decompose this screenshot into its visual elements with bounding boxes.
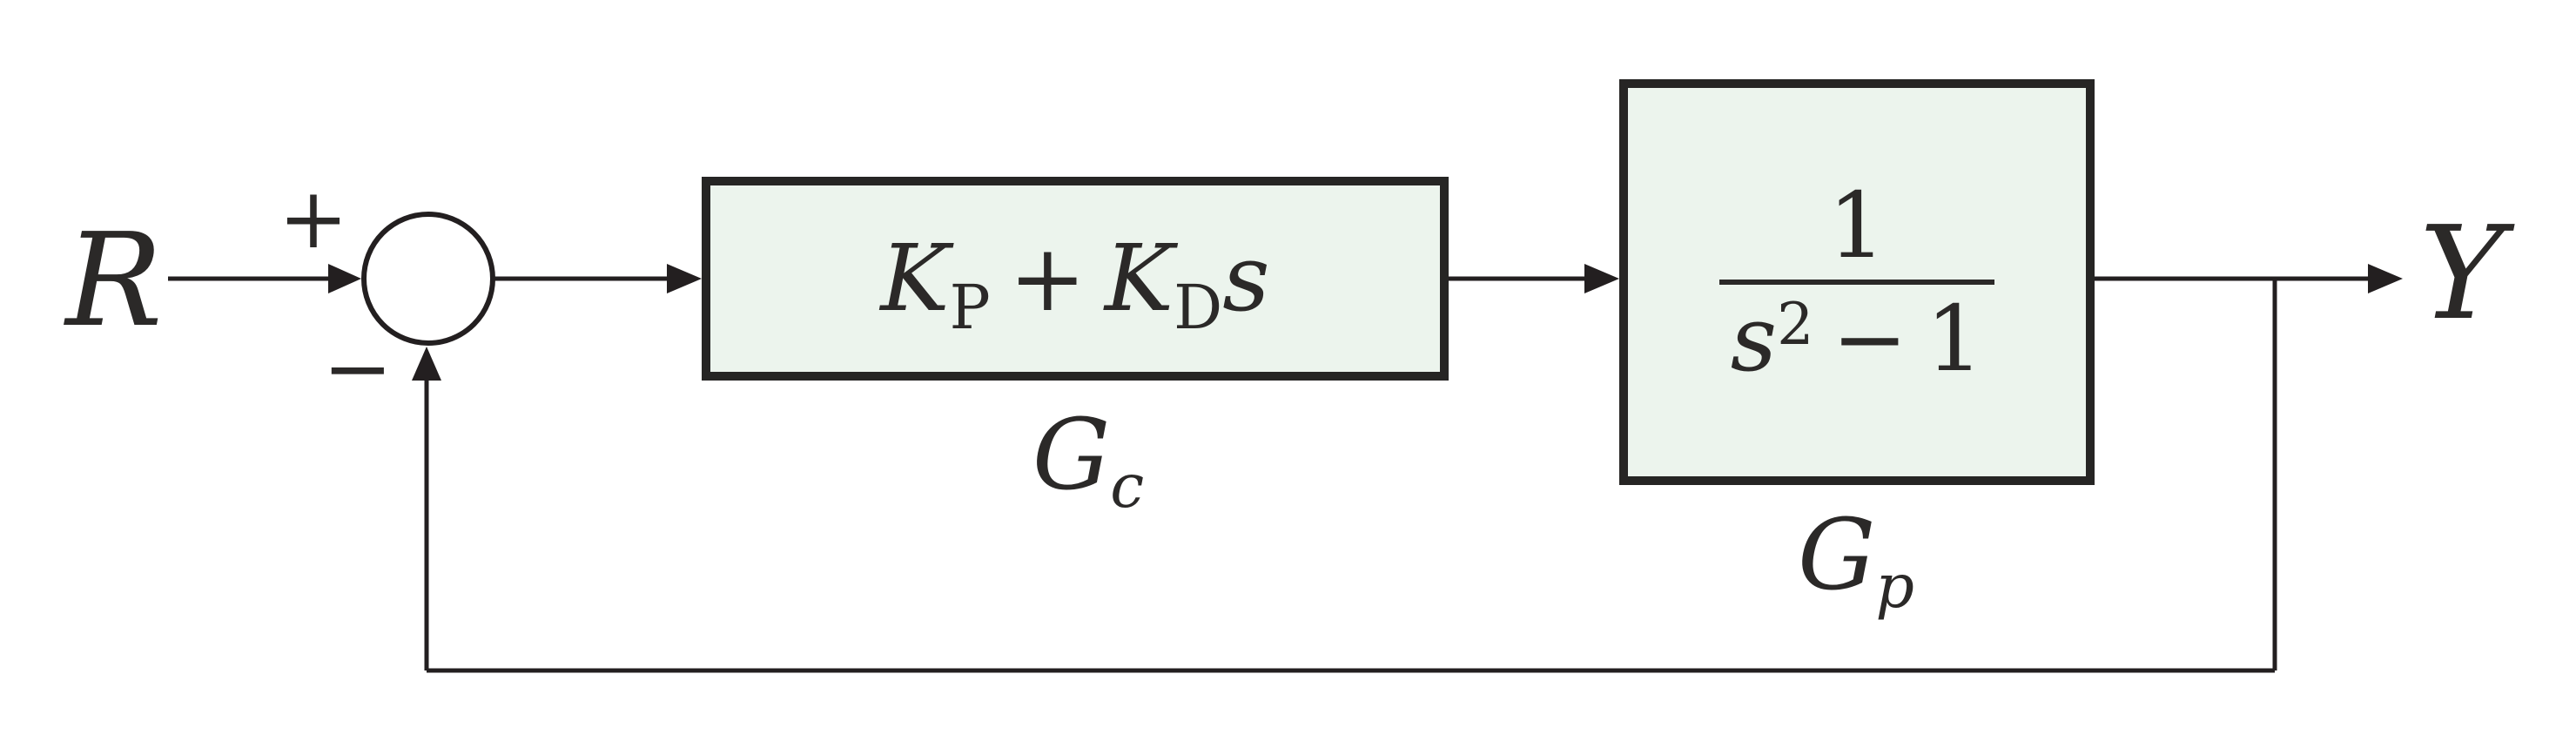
controller-label-base: G <box>1032 399 1111 512</box>
controller-gain-kd-subscript: D <box>1174 272 1223 343</box>
plant-label-subscript: p <box>1875 551 1914 622</box>
output-signal-label: Y <box>2419 199 2505 348</box>
controller-gain-kp: K <box>880 225 950 332</box>
arrowhead-feedback-into-sum <box>412 347 441 381</box>
arrowhead-into-sum <box>328 264 361 293</box>
controller-laplace-s: s <box>1222 225 1270 332</box>
controller-block: KP+KDs <box>702 177 1449 381</box>
plant-formula-numerator: 1 <box>1827 172 1887 279</box>
arrowhead-into-plant <box>1584 264 1619 293</box>
sum-minus-sign: − <box>322 320 393 417</box>
plant-laplace-s: s <box>1730 286 1778 393</box>
plant-label-base: G <box>1798 499 1876 612</box>
sum-plus-sign: + <box>278 170 349 267</box>
controller-gain-kp-subscript: P <box>949 272 991 343</box>
plant-exponent: 2 <box>1777 290 1814 359</box>
plant-block-label: Gp <box>1798 507 1914 617</box>
plant-minus-operator: − <box>1832 286 1908 393</box>
controller-plus-operator: + <box>1008 225 1086 332</box>
plant-formula-denominator: s2−1 <box>1719 280 1994 384</box>
plant-formula: 1 s2−1 <box>1719 172 1994 384</box>
controller-formula: KP+KDs <box>880 232 1269 339</box>
controller-gain-kd: K <box>1104 225 1174 332</box>
controller-block-label: Gc <box>1032 407 1144 517</box>
arrowhead-into-controller <box>667 264 702 293</box>
plant-constant: 1 <box>1926 286 1984 393</box>
plant-block: 1 s2−1 <box>1619 79 2095 485</box>
arrowhead-into-output <box>2368 264 2403 293</box>
controller-label-subscript: c <box>1110 451 1145 522</box>
input-signal-label: R <box>65 206 163 355</box>
